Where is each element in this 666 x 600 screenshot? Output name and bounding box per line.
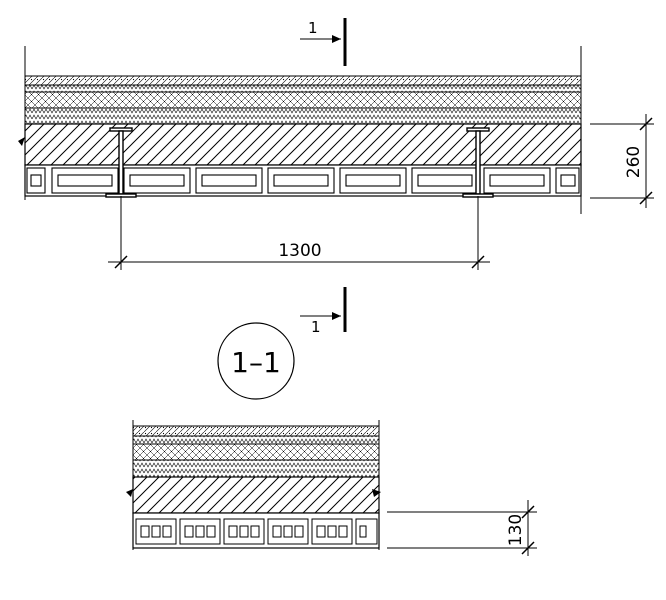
span-dimension-label: 1300 bbox=[278, 241, 321, 261]
section-mark-top: 1 bbox=[300, 18, 347, 66]
section-title-label: 1–1 bbox=[231, 346, 281, 379]
hollow-block-section bbox=[135, 518, 378, 545]
steel-beam-left bbox=[105, 127, 137, 198]
height-dimension bbox=[590, 114, 654, 208]
top-floor-elevation: 1 1300 260 bbox=[18, 18, 654, 270]
section-mark-bottom-label: 1 bbox=[311, 318, 321, 336]
detail-height-dimension bbox=[387, 500, 537, 556]
detail-height-dimension-label: 130 bbox=[506, 514, 526, 546]
section-detail: 130 bbox=[126, 420, 537, 556]
span-dimension bbox=[108, 196, 490, 270]
steel-beam-right bbox=[462, 127, 494, 198]
height-dimension-label: 260 bbox=[624, 146, 644, 178]
section-mark-bottom: 1 bbox=[300, 287, 347, 336]
section-title: 1–1 bbox=[217, 322, 295, 400]
section-mark-top-label: 1 bbox=[308, 19, 318, 37]
hollow-blocks-row bbox=[26, 167, 580, 194]
